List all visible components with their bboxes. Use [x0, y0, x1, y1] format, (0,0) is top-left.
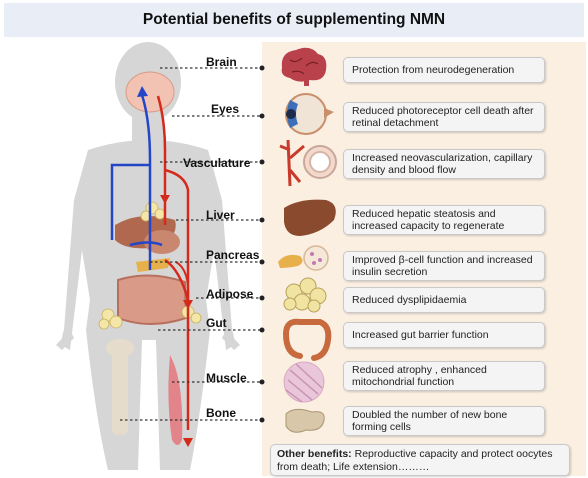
leader-dots: [259, 65, 265, 423]
stomach-in-body: [144, 230, 180, 254]
other-benefits-label: Other benefits:: [277, 448, 352, 460]
brain-icon: [281, 47, 327, 86]
benefit-text-bone: Doubled the number of new bone forming c…: [352, 408, 508, 434]
benefit-box-liver: Reduced hepatic steatosis and increased …: [343, 205, 545, 235]
intestine-icon: [282, 318, 332, 361]
label-liver: Liver: [206, 208, 235, 222]
benefit-text-adipose: Reduced dysplipidaemia: [352, 293, 467, 306]
vessel-icon: [279, 139, 337, 187]
benefit-box-brain: Protection from neurodegeneration: [343, 57, 545, 83]
femur-in-body: [112, 345, 128, 435]
muscle-icon: [283, 361, 325, 403]
label-muscle: Muscle: [206, 371, 247, 385]
label-gut: Gut: [206, 316, 227, 330]
other-benefits-text: Reproductive capacity and protect oocyte…: [277, 448, 553, 473]
benefit-box-eyes: Reduced photoreceptor cell death after r…: [343, 102, 545, 132]
label-vasculature: Vasculature: [183, 156, 251, 170]
benefit-text-muscle: Reduced atrophy , enhanced mitochondrial…: [352, 363, 487, 389]
benefit-box-pancreas: Improved β-cell function and increased i…: [343, 251, 545, 281]
benefit-text-brain: Protection from neurodegeneration: [352, 63, 515, 76]
label-adipose: Adipose: [206, 287, 254, 301]
leader-lines: [120, 67, 262, 421]
intestine-in-body: [117, 274, 188, 325]
benefit-text-vasculature: Increased neovascularization, capillary …: [352, 151, 533, 177]
label-brain: Brain: [206, 55, 237, 69]
benefit-box-gut: Increased gut barrier function: [343, 322, 545, 348]
adipose-icon: [283, 277, 327, 313]
other-benefits-box: Other benefits: Reproductive capacity an…: [270, 444, 570, 476]
bone-icon: [285, 408, 325, 433]
benefit-text-pancreas: Improved β-cell function and increased i…: [352, 253, 533, 279]
benefit-text-liver: Reduced hepatic steatosis and increased …: [352, 207, 505, 233]
pancreas-icon: [278, 245, 329, 271]
benefit-box-bone: Doubled the number of new bone forming c…: [343, 406, 545, 436]
page-title: Potential benefits of supplementing NMN: [142, 11, 446, 28]
muscle-in-body: [168, 355, 183, 445]
eye-icon: [285, 93, 334, 135]
benefit-box-muscle: Reduced atrophy , enhanced mitochondrial…: [343, 361, 545, 391]
label-pancreas: Pancreas: [206, 248, 260, 262]
title-bar: Potential benefits of supplementing NMN: [4, 3, 584, 37]
artery-line: [156, 95, 167, 225]
benefit-box-adipose: Reduced dysplipidaemia: [343, 287, 545, 313]
vein-line: [140, 94, 152, 270]
benefit-box-vasculature: Increased neovascularization, capillary …: [343, 149, 545, 179]
brain-in-body: [125, 71, 175, 113]
label-bone: Bone: [206, 406, 236, 420]
label-eyes: Eyes: [211, 102, 240, 116]
benefit-text-gut: Increased gut barrier function: [352, 328, 489, 341]
liver-icon: [284, 199, 336, 236]
benefit-text-eyes: Reduced photoreceptor cell death after r…: [352, 104, 534, 130]
